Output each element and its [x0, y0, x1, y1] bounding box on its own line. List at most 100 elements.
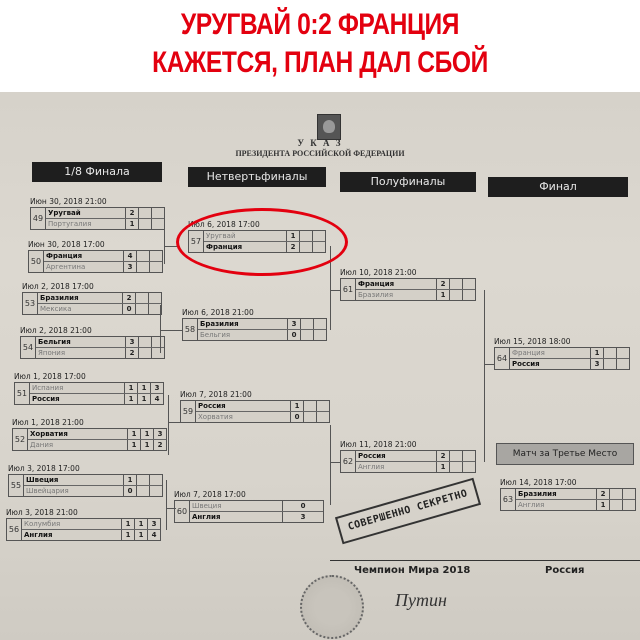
- score-cell: 3: [147, 519, 160, 529]
- score-cell: 1: [137, 394, 150, 404]
- score-cell: 1: [125, 219, 138, 229]
- team-name: Франция: [512, 349, 545, 357]
- score-cell: 3: [282, 512, 323, 522]
- team-name: Франция: [358, 280, 395, 288]
- score-cell: [462, 279, 475, 289]
- score-cell: 0: [282, 501, 323, 511]
- score-cell: [149, 262, 162, 272]
- team-name: Россия: [358, 452, 386, 460]
- match-number: 60: [175, 501, 190, 522]
- champion-value: Россия: [545, 565, 585, 576]
- score-cell: 1: [137, 383, 150, 393]
- team-name: Франция: [46, 252, 83, 260]
- score-cell: 2: [125, 348, 138, 358]
- score-cell: [462, 462, 475, 472]
- score-cell: [609, 500, 622, 510]
- score-cell: 1: [590, 348, 603, 358]
- match-date: Июл 14, 2018 17:00: [500, 478, 577, 487]
- team-name: Испания: [32, 384, 64, 392]
- match-date: Июл 15, 2018 18:00: [494, 337, 571, 346]
- team-row: Франция 2: [356, 279, 475, 290]
- score-cell: [300, 330, 313, 340]
- stage-final: Финал: [488, 177, 628, 197]
- score-cell: [151, 337, 164, 347]
- team-name: Бразилия: [200, 320, 239, 328]
- score-cell: 2: [436, 451, 449, 461]
- score-cell: 3: [153, 429, 166, 439]
- score-cell: [151, 348, 164, 358]
- decree-title: У К А З: [297, 138, 343, 148]
- score-cell: [151, 208, 164, 218]
- match-date: Июл 7, 2018 17:00: [174, 490, 246, 499]
- champion-label: Чемпион Мира 2018: [354, 565, 471, 576]
- match-number: 64: [495, 348, 510, 369]
- signature: Путин: [395, 590, 447, 610]
- score-cell: 2: [153, 440, 166, 450]
- stage-semifinals: Полуфиналы: [340, 172, 476, 192]
- match-number: 51: [15, 383, 30, 404]
- team-name: Португалия: [48, 220, 92, 228]
- team-name: Швейцария: [26, 487, 69, 495]
- match-date: Июл 3, 2018 21:00: [6, 508, 78, 517]
- score-cell: [148, 304, 161, 314]
- match-number: 55: [9, 475, 24, 496]
- team-name: Бразилия: [40, 294, 79, 302]
- team-row: Россия 2: [356, 451, 475, 462]
- team-row: Франция 1: [510, 348, 629, 359]
- score-cell: [313, 330, 326, 340]
- score-cell: [616, 348, 629, 358]
- score-cell: [462, 290, 475, 300]
- team-row: Португалия 1: [46, 219, 164, 229]
- score-cell: [149, 251, 162, 261]
- team-row: Мексика 0: [38, 304, 161, 314]
- score-cell: [622, 489, 635, 499]
- score-cell: 2: [436, 279, 449, 289]
- score-cell: [622, 500, 635, 510]
- score-cell: [449, 290, 462, 300]
- match-number: 61: [341, 279, 356, 300]
- score-cell: 3: [123, 262, 136, 272]
- score-cell: [138, 219, 151, 229]
- score-cell: [151, 219, 164, 229]
- team-name: Мексика: [40, 305, 72, 313]
- score-cell: [609, 489, 622, 499]
- score-cell: 1: [121, 519, 134, 529]
- score-cell: 1: [127, 429, 140, 439]
- match-date: Июн 30, 2018 21:00: [30, 197, 107, 206]
- team-name: Хорватия: [30, 430, 68, 438]
- score-cell: [136, 262, 149, 272]
- match-date: Июл 7, 2018 21:00: [180, 390, 252, 399]
- team-name: Бельгия: [38, 338, 71, 346]
- team-name: Хорватия: [198, 413, 233, 421]
- score-cell: 1: [140, 429, 153, 439]
- score-cell: 1: [140, 440, 153, 450]
- match-number: 52: [13, 429, 28, 450]
- score-cell: [135, 293, 148, 303]
- score-cell: 0: [122, 304, 135, 314]
- team-name: Англия: [358, 463, 385, 471]
- match-number: 49: [31, 208, 46, 229]
- score-cell: 0: [290, 412, 303, 422]
- score-cell: 1: [134, 530, 147, 540]
- score-cell: [316, 401, 329, 411]
- score-cell: 1: [124, 394, 137, 404]
- score-cell: [135, 304, 148, 314]
- match-date: Июл 1, 2018 17:00: [14, 372, 86, 381]
